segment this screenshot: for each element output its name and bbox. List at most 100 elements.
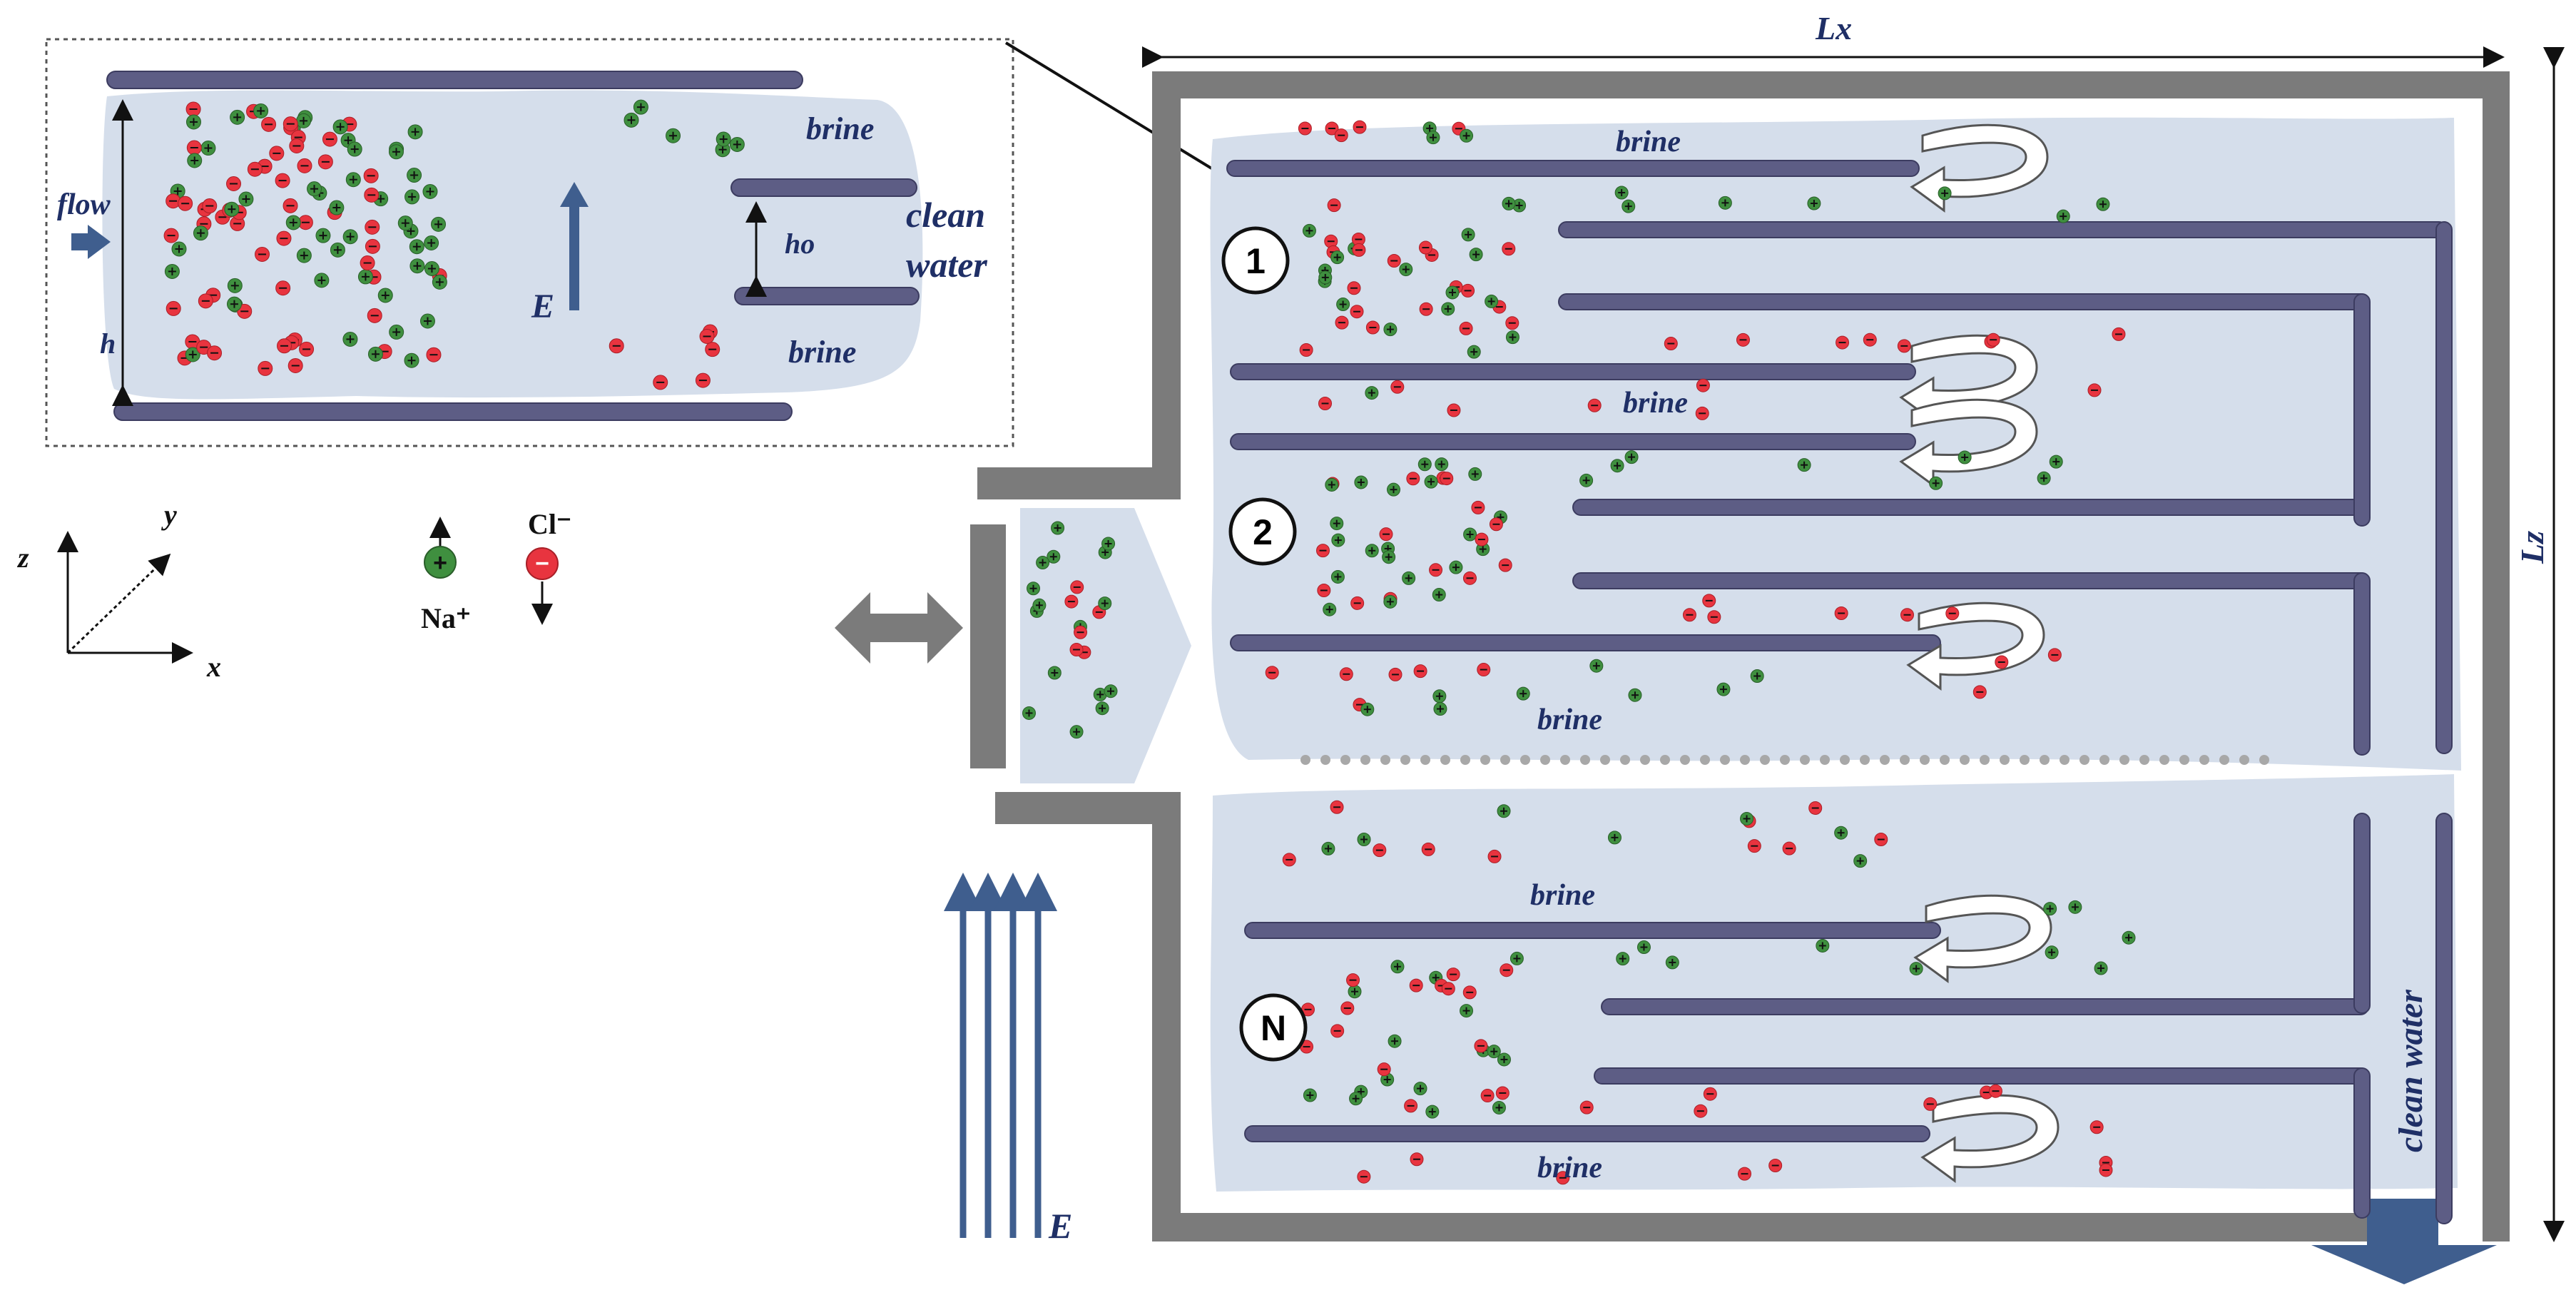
cl-ion-icon (1834, 606, 1848, 621)
cl-ion-icon (255, 246, 270, 262)
cl-ion-icon (1406, 472, 1420, 486)
cl-ion-icon (275, 280, 291, 296)
plate-clean1-bottom (1558, 293, 2369, 310)
main-brine-label-5: brine (1537, 1152, 1602, 1184)
cl-ion-icon (282, 198, 298, 213)
na-ion-icon (424, 260, 439, 276)
na-ion-icon (1460, 1004, 1474, 1018)
na-ion-icon (1718, 195, 1732, 210)
na-ion-icon (342, 229, 358, 245)
cl-ion-icon (1498, 558, 1512, 572)
inset-water-label: water (906, 245, 987, 285)
cl-ion-icon (247, 161, 263, 177)
cl-ion-icon (186, 140, 202, 156)
cl-ion-icon (163, 228, 179, 243)
container-walls (977, 71, 2510, 1241)
na-ion-icon (419, 313, 435, 329)
na-ion-icon (1469, 248, 1483, 262)
na-ion-icon (226, 296, 242, 312)
na-ion-icon (1331, 533, 1345, 547)
axes-legend: z x y (16, 499, 221, 683)
cl-ion-icon (297, 158, 312, 173)
cl-ion-icon (1986, 332, 2000, 347)
cl-ion-icon (277, 338, 292, 354)
cl-ion-icon (1388, 667, 1402, 681)
na-ion-icon (1432, 689, 1447, 704)
cl-ion-icon (1471, 500, 1485, 514)
cl-ion-icon (1738, 1167, 1752, 1181)
na-ion-icon (1069, 725, 1084, 739)
na-ion-icon (1095, 701, 1109, 716)
cl-ion-icon (1587, 398, 1602, 412)
curved-flow-arrow-icon (1920, 1094, 2060, 1183)
na-ion-icon (1036, 556, 1050, 570)
na-ion-icon (1614, 186, 1629, 200)
cl-ion-icon (1703, 1087, 1717, 1101)
na-ion-icon (1360, 702, 1375, 716)
cl-ion-icon (1330, 1024, 1345, 1038)
na-ion-icon (1022, 706, 1037, 720)
na-ion-icon (2068, 900, 2082, 914)
cl-ion-icon (1353, 120, 1367, 134)
cl-ion-icon (1461, 283, 1475, 298)
na-ion-icon (1497, 1052, 1511, 1067)
na-ion-icon (1616, 952, 1630, 966)
cl-ion-icon (609, 338, 624, 354)
vertical-collector-4 (2353, 1067, 2371, 1219)
cl-ion-icon (1390, 380, 1405, 394)
cl-ion-icon (1418, 240, 1432, 255)
svg-text:N: N (1261, 1008, 1286, 1048)
na-ion-icon (1365, 544, 1379, 558)
cl-ion-icon (360, 255, 375, 271)
inset-panel: flow h ho E brine brine clean water (45, 38, 1014, 447)
na-ion-icon (230, 109, 245, 125)
na-ion-icon (1797, 458, 1811, 472)
na-ion-icon (1383, 594, 1398, 609)
na-ion-icon (1348, 985, 1362, 999)
na-ion-icon (409, 258, 425, 274)
na-ion-icon (1487, 1045, 1501, 1059)
cl-ion-icon (2099, 1163, 2113, 1177)
electrode-plates (1226, 160, 2453, 1224)
curved-flow-arrow-icon (1906, 601, 2045, 691)
cl-ion-icon (1495, 1086, 1510, 1100)
inset-clean-label: clean (906, 195, 985, 235)
inset-flow-label: flow (57, 188, 111, 221)
na-ion-icon (432, 274, 447, 290)
cl-ion-icon (1707, 610, 1721, 624)
na-ion-icon (1413, 1082, 1427, 1096)
inset-brine-bottom-label: brine (788, 335, 856, 370)
inset-bottom-plate (113, 402, 793, 421)
outlet-arrow-icon (2311, 1199, 2497, 1284)
svg-text:2: 2 (1253, 512, 1273, 552)
lx-label: Lx (1815, 10, 1852, 46)
na-ion-icon (1929, 476, 1943, 490)
na-ion-icon (2045, 945, 2059, 960)
na-ion-icon (1330, 250, 1345, 265)
na-ion-icon (1399, 263, 1413, 277)
na-ion-icon (1336, 298, 1350, 312)
cl-ion-icon (1923, 1097, 1938, 1111)
na-ion-icon (1051, 521, 1065, 535)
cl-ion-icon (1487, 849, 1502, 863)
cl-ion-icon (1579, 1100, 1594, 1114)
na-ion-icon (623, 112, 639, 128)
cl-ion-icon (1863, 332, 1877, 347)
lz-label: Lz (2514, 531, 2550, 564)
na-ion-icon (330, 242, 345, 258)
svg-text:1: 1 (1246, 241, 1266, 281)
na-ion-icon (1624, 450, 1639, 464)
na-ion-icon (1417, 457, 1432, 472)
cl-ion-icon (1351, 233, 1365, 247)
cl-ion-icon (226, 176, 242, 191)
main-brine-label-4: brine (1530, 879, 1595, 912)
cl-ion-icon (1074, 625, 1088, 639)
cl-ion-icon (207, 345, 223, 361)
cl-ion-icon (1335, 315, 1349, 330)
na-ion-icon (315, 228, 331, 243)
na-ion-icon (409, 239, 424, 255)
cl-ion-icon (1317, 583, 1331, 597)
cl-ion-icon (1429, 563, 1443, 577)
cl-ion-icon (1447, 403, 1461, 417)
cl-ion-icon (275, 173, 290, 188)
